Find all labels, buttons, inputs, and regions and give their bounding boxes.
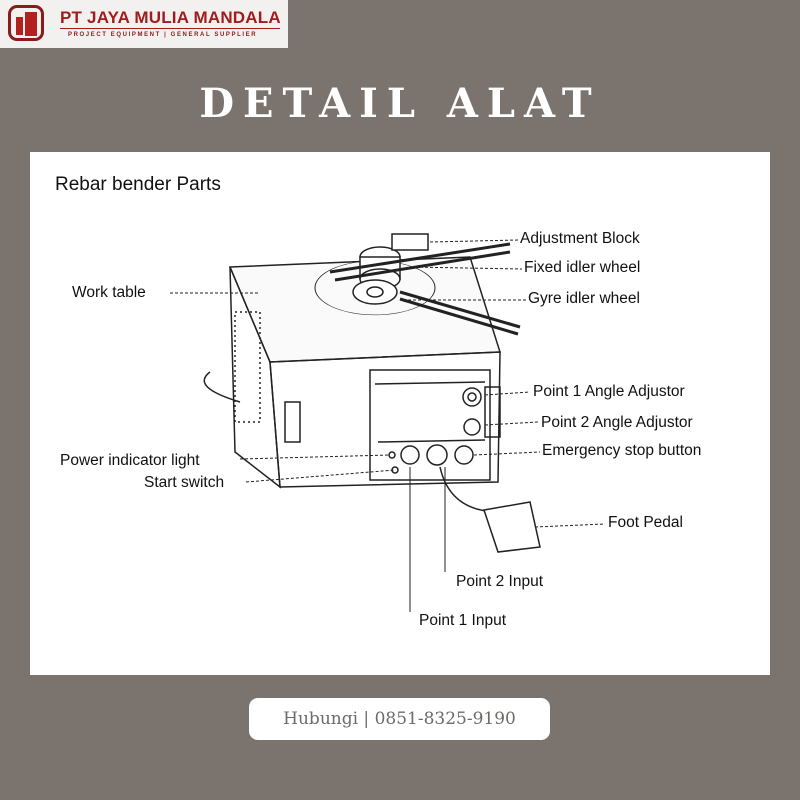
rebar-bender-illustration <box>170 233 606 612</box>
label-start-switch: Start switch <box>144 474 225 491</box>
company-logo: PT JAYA MULIA MANDALA PROJECT EQUIPMENT … <box>0 0 288 48</box>
divider <box>60 28 280 29</box>
logo-icon <box>8 5 44 41</box>
label-point1-input: Point 1 Input <box>419 612 507 629</box>
label-emergency-stop-button: Emergency stop button <box>542 442 702 459</box>
label-work-table: Work table <box>72 284 146 301</box>
label-gyre-idler-wheel: Gyre idler wheel <box>528 290 640 307</box>
label-foot-pedal: Foot Pedal <box>608 514 683 531</box>
label-adjustment-block: Adjustment Block <box>520 230 640 247</box>
label-fixed-idler-wheel: Fixed idler wheel <box>524 259 641 276</box>
label-power-indicator-light: Power indicator light <box>60 452 200 469</box>
label-point2-angle-adjustor: Point 2 Angle Adjustor <box>541 414 693 431</box>
page-title: DETAIL ALAT <box>199 80 601 127</box>
label-point2-input: Point 2 Input <box>456 573 544 590</box>
label-point1-angle-adjustor: Point 1 Angle Adjustor <box>533 383 685 400</box>
diagram-panel: Rebar bender Parts Adjustment Block Fixe… <box>30 152 770 675</box>
company-tagline: PROJECT EQUIPMENT | GENERAL SUPPLIER <box>68 32 258 38</box>
contact-button[interactable]: Hubungi | 0851-8325-9190 <box>249 698 550 740</box>
company-name: PT JAYA MULIA MANDALA <box>60 8 281 27</box>
diagram-title: Rebar bender Parts <box>55 174 221 195</box>
